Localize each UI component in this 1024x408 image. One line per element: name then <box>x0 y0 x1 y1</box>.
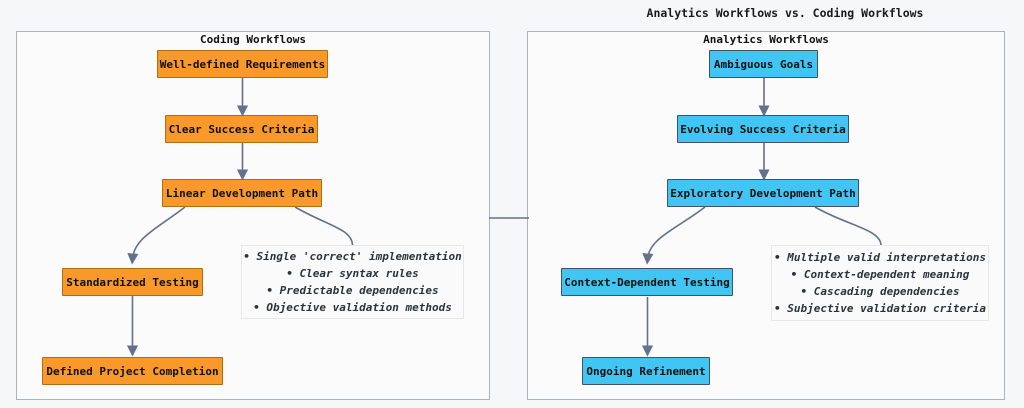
note-line: • Subjective validation criteria <box>774 302 986 315</box>
node-ongoing-refinement: Ongoing Refinement <box>582 357 710 385</box>
coding-note: • Single 'correct' implementation • Clea… <box>241 245 464 319</box>
coding-workflows-panel <box>16 31 490 400</box>
analytics-note: • Multiple valid interpretations • Conte… <box>771 245 989 321</box>
analytics-panel-title: Analytics Workflows <box>703 33 829 46</box>
analytics-workflows-panel <box>527 31 1005 400</box>
node-standardized-testing: Standardized Testing <box>62 268 203 296</box>
node-evolving-success-criteria: Evolving Success Criteria <box>677 115 849 143</box>
node-clear-success-criteria: Clear Success Criteria <box>165 115 318 143</box>
node-exploratory-development-path: Exploratory Development Path <box>667 179 859 207</box>
node-ambiguous-goals: Ambiguous Goals <box>709 50 818 78</box>
node-context-dependent-testing: Context-Dependent Testing <box>561 268 733 296</box>
note-line: • Cascading dependencies <box>800 285 960 298</box>
node-well-defined-requirements: Well-defined Requirements <box>157 50 328 78</box>
note-line: • Multiple valid interpretations <box>774 251 986 264</box>
node-defined-project-completion: Defined Project Completion <box>42 357 223 385</box>
node-linear-development-path: Linear Development Path <box>162 179 322 207</box>
note-line: • Single 'correct' implementation <box>243 250 462 263</box>
diagram-title: Analytics Workflows vs. Coding Workflows <box>646 6 924 20</box>
note-line: • Context-dependent meaning <box>790 268 970 281</box>
note-line: • Predictable dependencies <box>266 284 439 297</box>
note-line: • Objective validation methods <box>253 301 452 314</box>
coding-panel-title: Coding Workflows <box>200 33 306 46</box>
note-line: • Clear syntax rules <box>286 267 419 280</box>
